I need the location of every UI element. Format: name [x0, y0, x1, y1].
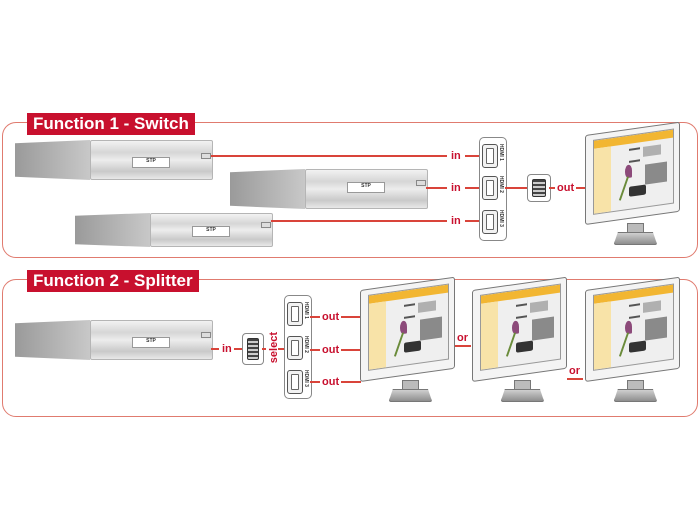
- or-label-1: or: [455, 332, 470, 344]
- monitor-display-3: [585, 276, 680, 402]
- hdmi-output-adapter: [527, 174, 551, 202]
- hdmi-port-2: [482, 176, 498, 200]
- splitter-section-frame: [2, 279, 698, 417]
- monitor-display: [585, 121, 680, 245]
- set-top-box-1: STP: [15, 140, 213, 180]
- hdmi-port-3: [482, 210, 498, 234]
- hdmi-port-1: [482, 144, 498, 168]
- splitter-section-title: Function 2 - Splitter: [27, 270, 199, 292]
- hdmi-switch-ports: HDMI 1 HDMI 2 HDMI 3: [479, 137, 507, 241]
- set-top-box-2: STP: [230, 169, 428, 209]
- stb-display: STP: [192, 226, 230, 237]
- hdmi-port-2: [287, 336, 303, 360]
- stb-display: STP: [132, 337, 170, 348]
- hdmi-input-adapter: [242, 333, 264, 365]
- in-label-3: in: [449, 215, 463, 227]
- stb-display: STP: [347, 182, 385, 193]
- switch-section-title: Function 1 - Switch: [27, 113, 195, 135]
- in-label-2: in: [449, 182, 463, 194]
- monitor-display-2: [472, 276, 567, 402]
- or-label-2: or: [567, 365, 582, 377]
- out-label-1: out: [320, 311, 342, 323]
- in-label-1: in: [449, 150, 463, 162]
- in-label: in: [220, 343, 234, 355]
- set-top-box-3: STP: [75, 213, 273, 247]
- out-label-2: out: [320, 344, 342, 356]
- set-top-box-source: STP: [15, 320, 213, 360]
- out-label: out: [555, 182, 577, 194]
- switch-section-frame: [2, 122, 698, 258]
- hdmi-splitter-ports: HDMI 1 HDMI 2 HDMI 3: [284, 295, 312, 399]
- stb-display: STP: [132, 157, 170, 168]
- hdmi-port-1: [287, 302, 303, 326]
- out-label-3: out: [320, 376, 342, 388]
- monitor-display-1: [360, 276, 455, 402]
- hdmi-port-3: [287, 370, 303, 394]
